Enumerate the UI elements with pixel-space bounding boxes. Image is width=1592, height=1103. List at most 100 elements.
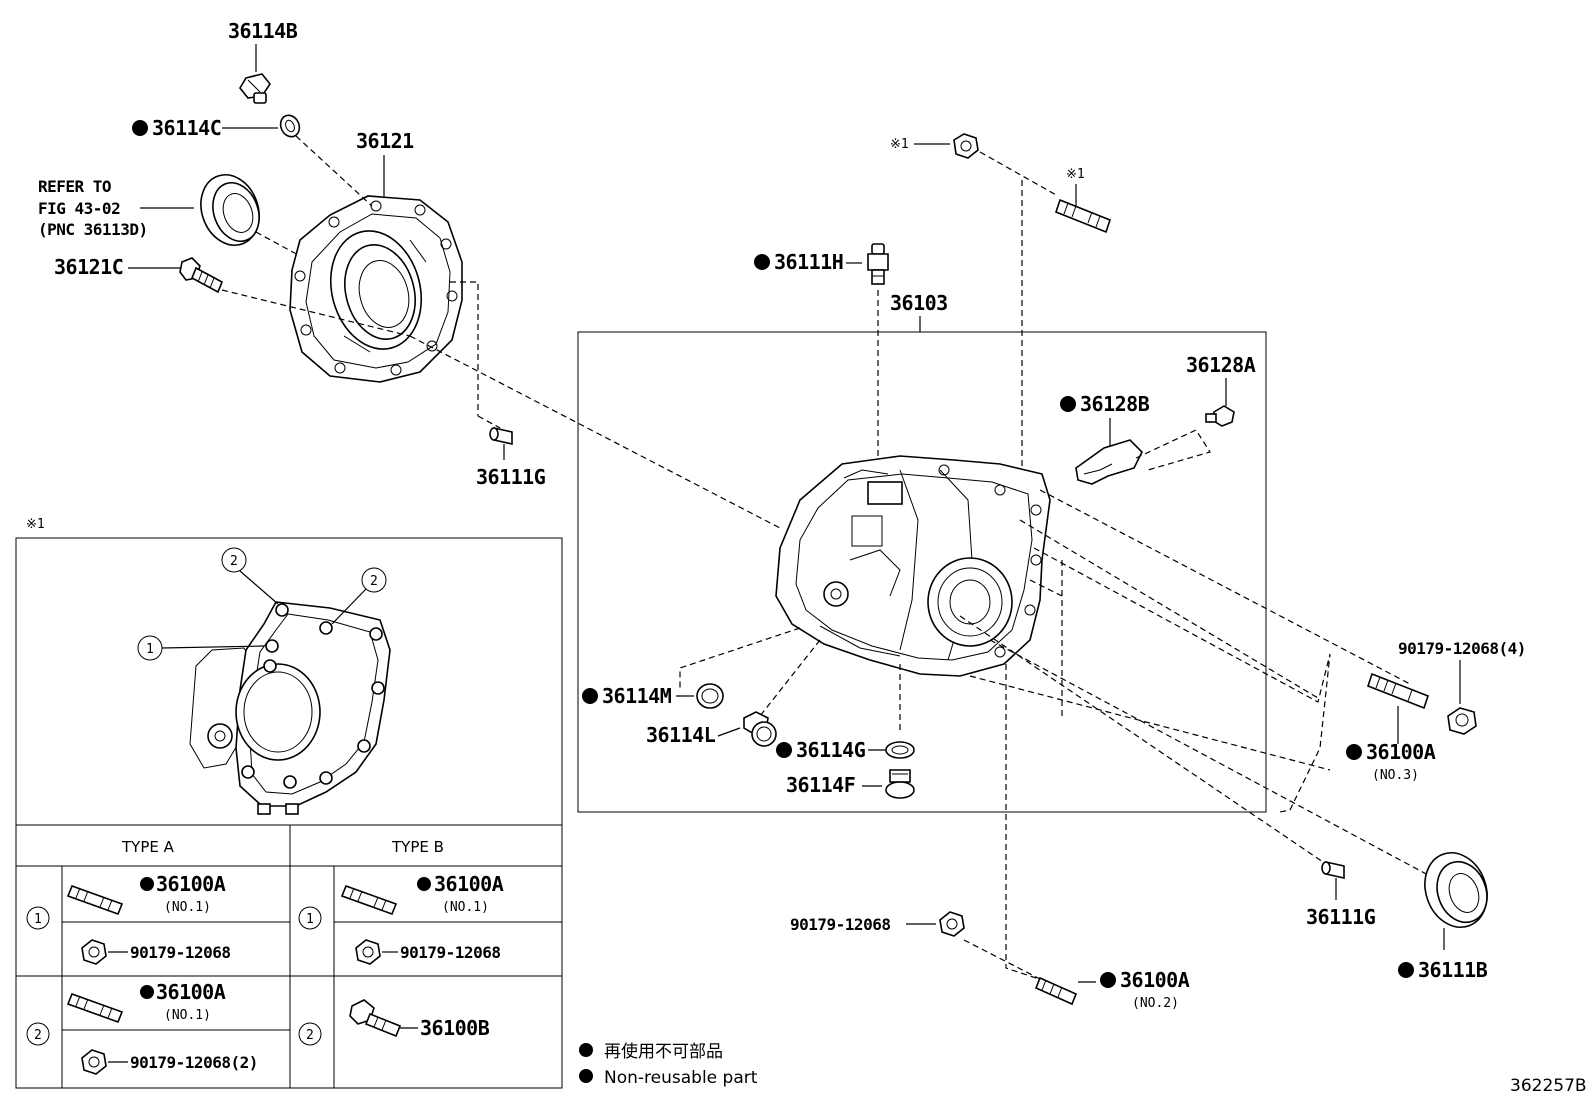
inset-box [15,537,563,1089]
row-number-circle [26,1022,50,1046]
guide-line [979,151,1059,197]
part-label-no2: (NO.2) [1132,996,1179,1011]
legend-en: Non-reusable part [604,1068,758,1088]
inset-leader [161,645,265,649]
row-number-1b: 1 [306,912,314,927]
dowel-36111g-top[interactable] [489,427,513,445]
plate-36128b[interactable] [1075,439,1143,485]
nut-icon [355,939,381,965]
guide-line [759,639,821,717]
inset-leader [239,570,279,605]
guide-line [963,939,1043,981]
inset-callout-circle [361,567,387,593]
flange-nut-right[interactable] [1447,707,1477,735]
non-reusable-dot [140,985,154,999]
part-label-36121: 36121 [356,129,414,153]
guide-line [409,335,781,529]
row-number-1a: 1 [34,912,42,927]
part-label-36103: 36103 [890,291,948,315]
type-b-row1-stud-no: (NO.1) [442,900,489,915]
guide-line [477,415,501,429]
guide-line [1019,519,1319,699]
part-label-36111b: 36111B [1418,958,1488,982]
guide-line [255,231,301,257]
part-label-36114b: 36114B [228,19,298,43]
non-reusable-dot [1346,744,1362,760]
row-number-2a: 2 [34,1028,42,1043]
non-reusable-dot [1398,962,1414,978]
part-label-36114l: 36114L [646,723,716,747]
part-label-36114c: 36114C [152,116,221,140]
oil-seal-36111b[interactable] [1415,844,1497,936]
gasket-36114c[interactable] [277,112,303,140]
stud-icon [66,992,124,1024]
nut-icon [81,939,107,965]
part-label-36100a-no2: 36100A [1120,968,1190,992]
flange-nut-mid[interactable] [939,911,965,937]
figure-id: 362257B [1510,1076,1587,1096]
type-b-row1-nut: 90179-12068 [400,943,500,962]
transaxle-case-36103[interactable] [775,455,1051,677]
type-b-row1-stud: 36100A [434,872,504,896]
row-number-2b: 2 [306,1028,314,1043]
stud-36100a-no2[interactable] [1034,976,1078,1006]
part-label-90179-mid: 90179-12068 [790,915,890,934]
part-label-36114g: 36114G [796,738,866,762]
non-reusable-dot [582,688,598,704]
non-reusable-dot [132,120,148,136]
part-label-36114f: 36114F [786,773,855,797]
part-label-90179-4: 90179-12068(4) [1398,639,1526,658]
inset-housing-face [189,601,391,815]
inset-marker: ※1 [26,517,45,532]
inset-callout-1: 1 [146,642,154,657]
legend-dot [579,1069,593,1083]
guide-line [1005,664,1043,981]
legend-jp: 再使用不可部品 [604,1041,723,1062]
part-label-36128b: 36128B [1080,392,1150,416]
guide-line [221,289,411,337]
type-a-row2-stud-no: (NO.1) [164,1008,211,1023]
non-reusable-dot [417,877,431,891]
type-a-header: TYPE A [121,838,175,856]
inset-callout-2b: 2 [370,574,378,589]
type-a-row2-nut: 90179-12068(2) [130,1053,258,1072]
dowel-36111g-bottom[interactable] [1321,861,1345,879]
type-b-header: TYPE B [391,838,444,856]
gasket-36114g[interactable] [885,741,915,759]
legend-dot [579,1043,593,1057]
bolt-36121c[interactable] [179,257,224,294]
guide-line [989,639,1431,877]
nut-icon [81,1049,107,1075]
stud-right-36100a[interactable] [1367,672,1429,710]
plug-36114f[interactable] [885,769,915,799]
oil-seal-refer[interactable] [191,167,268,254]
inset-callout-2: 2 [230,554,238,569]
flange-nut-top[interactable] [953,133,979,159]
inset-leader [331,588,367,625]
row-number-circle [298,906,322,930]
part-label-36111h: 36111H [774,250,843,274]
guide-line [1033,547,1331,813]
stud-top[interactable] [1055,198,1111,234]
refer-note-line1: REFER TO [38,177,111,196]
leader-36114l [717,727,741,737]
plug-36114l[interactable] [743,711,777,747]
part-label-36121c: 36121C [54,255,123,279]
row-number-circle [26,906,50,930]
refer-note-line2: FIG 43-02 [38,199,120,218]
extension-housing-36121[interactable] [289,195,463,383]
guide-line [679,627,801,690]
part-label-36111g-top: 36111G [476,465,546,489]
screw-36128a[interactable] [1205,405,1235,427]
breather-plug-36111h[interactable] [867,243,889,285]
part-label-36100a-no3: 36100A [1366,740,1436,764]
bolt-icon [349,999,402,1038]
guide-line [295,135,373,207]
non-reusable-dot [754,254,770,270]
gasket-36114m[interactable] [696,683,724,709]
guide-line [1039,489,1411,685]
refer-note-line3: (PNC 36113D) [38,220,148,239]
plug-36114b[interactable] [239,73,271,104]
